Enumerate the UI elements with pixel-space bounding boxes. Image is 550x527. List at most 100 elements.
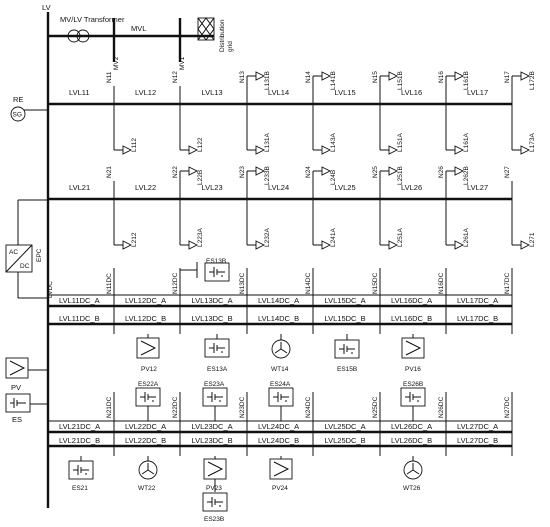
- load-arrow-icon: [454, 240, 465, 250]
- device-label: WT26: [403, 485, 421, 492]
- grid-label-1: Distribution: [219, 19, 226, 52]
- line-label: LVL16: [401, 88, 422, 97]
- device-label: PV16: [405, 366, 421, 373]
- dc-line-label: LVL13DC_A: [192, 296, 233, 305]
- line-label: LVL14: [268, 88, 289, 97]
- dc-node-label: N17DC: [504, 272, 511, 294]
- load-arrow-icon: [388, 240, 399, 250]
- dc-line-label: LVL21DC_A: [59, 422, 100, 431]
- dc-node-label: N11DC: [106, 273, 113, 294]
- dc-line-label: LVL16DC_A: [391, 296, 432, 305]
- dc-node-label: N14DC: [305, 272, 312, 294]
- line-label: LVL24: [268, 183, 289, 192]
- ac-label: AC: [9, 249, 18, 256]
- mv1-label: MV1: [179, 56, 186, 70]
- distribution-grid-icon: [197, 17, 215, 41]
- dc-line-label: LVL22DC_B: [125, 436, 166, 445]
- lvdc-label: LVDC: [47, 281, 54, 298]
- dc-node-label: N15DC: [372, 272, 379, 294]
- es-label: ES: [12, 415, 22, 424]
- header: LV MV/LV Transformer MVL MV2 MV1 Distrib…: [42, 3, 234, 508]
- re-label: RE: [13, 95, 23, 104]
- load-arrow-icon: [388, 145, 399, 155]
- dc-node-label: N12DC: [172, 272, 179, 294]
- load-arrow-icon: [454, 145, 465, 155]
- pv-icon: [136, 337, 160, 359]
- dc-line-label: LVL25DC_B: [325, 436, 366, 445]
- load-label: L173A: [529, 133, 536, 152]
- dc-line-label: LVL14DC_B: [258, 314, 299, 323]
- load-arrow-icon: [255, 240, 266, 250]
- load-label: L161B: [463, 71, 470, 90]
- line-label: LVL12: [135, 88, 156, 97]
- pv-icon: [401, 337, 425, 359]
- device-label: WT22: [138, 485, 156, 492]
- node-label: N11: [106, 71, 113, 83]
- dc-line-label: LVL13DC_B: [192, 314, 233, 323]
- battery-icon: [400, 387, 426, 407]
- dc-node-label: N22DC: [172, 396, 179, 418]
- device-label: ES22A: [138, 381, 159, 388]
- wind-turbine-icon: [138, 460, 158, 480]
- lv-label: LV: [42, 3, 51, 12]
- line-label: LVL22: [135, 183, 156, 192]
- load-arrow-icon: [255, 71, 266, 81]
- load-arrow-icon: [122, 145, 133, 155]
- battery-icon: [204, 338, 230, 358]
- epc-converter: AC DC EPC: [5, 199, 48, 299]
- dc-line-label: LVL11DC_B: [59, 314, 100, 323]
- dc-line-label: LVL14DC_A: [258, 296, 299, 305]
- dc-line-label: LVL23DC_A: [192, 422, 233, 431]
- device-label: ES21: [72, 485, 88, 492]
- node-label: N26: [438, 166, 445, 178]
- line-label: LVL17: [467, 88, 488, 97]
- node-label: N24: [305, 166, 312, 178]
- dc-label: DC: [20, 263, 30, 270]
- line-label: LVL27: [467, 183, 488, 192]
- dc-line-label: LVL24DC_B: [258, 436, 299, 445]
- load-label: L122: [197, 137, 204, 152]
- load-label: L232A: [264, 228, 271, 247]
- transformer-icon: [67, 29, 90, 43]
- load-arrow-icon: [255, 145, 266, 155]
- dc-line-label: LVL26DC_A: [391, 422, 432, 431]
- load-arrow-icon: [520, 240, 531, 250]
- dc-line-label: LVL15DC_B: [325, 314, 366, 323]
- load-arrow-icon: [321, 166, 332, 176]
- line-label: LVL13: [202, 88, 223, 97]
- pv-icon: [269, 458, 293, 480]
- load-label: L143A: [330, 133, 337, 152]
- device-label: ES13A: [207, 366, 228, 373]
- dc-line-label: LVL27DC_B: [457, 436, 498, 445]
- load-arrow-icon: [388, 166, 399, 176]
- load-label: L161A: [463, 133, 470, 152]
- load-label: L223A: [197, 228, 204, 247]
- dc-line-label: LVL12DC_A: [125, 296, 166, 305]
- load-arrow-icon: [188, 145, 199, 155]
- load-arrow-icon: [388, 71, 399, 81]
- battery-icon: [202, 492, 228, 512]
- re-generator: SG RE: [10, 95, 48, 122]
- load-arrow-icon: [321, 71, 332, 81]
- node-label: N21: [106, 166, 113, 178]
- device-label: PV12: [141, 366, 157, 373]
- load-label: L261A: [463, 228, 470, 247]
- dc-node-label: N24DC: [305, 396, 312, 418]
- wind-turbine-icon: [271, 339, 291, 359]
- load-label: L262B: [463, 166, 470, 185]
- battery-icon: [334, 339, 360, 359]
- load-label: L131B: [264, 71, 271, 90]
- dc-line-label: LVL17DC_B: [457, 314, 498, 323]
- dc-node-label: N26DC: [438, 396, 445, 418]
- left-devices: PV ES: [5, 357, 48, 424]
- dc-node-label: N16DC: [438, 272, 445, 294]
- load-arrow-icon: [321, 240, 332, 250]
- load-arrow-icon: [255, 166, 266, 176]
- load-label: L24B: [330, 170, 337, 185]
- line-label: LVL23: [202, 183, 223, 192]
- load-arrow-icon: [454, 71, 465, 81]
- load-label: L112: [131, 138, 138, 152]
- line-label: LVL26: [401, 183, 422, 192]
- load-label: L251A: [397, 228, 404, 247]
- dc-node-label: N25DC: [372, 396, 379, 418]
